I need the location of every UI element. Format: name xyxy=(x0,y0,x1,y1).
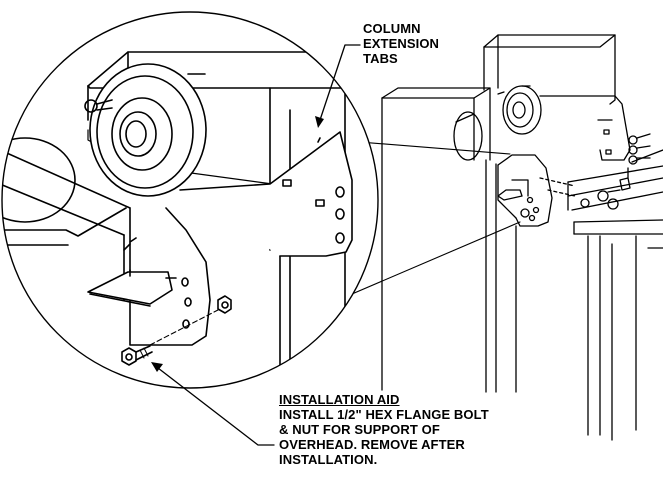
callout-line-3: OVERHEAD. REMOVE AFTER xyxy=(279,437,465,452)
overall-assembly xyxy=(381,34,663,441)
callout-heading: INSTALLATION AID xyxy=(279,392,400,407)
leader-column-tabs xyxy=(319,44,361,121)
callout-line-1: COLUMN xyxy=(363,21,421,36)
callout-line-2: & NUT FOR SUPPORT OF xyxy=(279,422,440,437)
callout-line-2: EXTENSION xyxy=(363,36,440,51)
arrowhead-column-tabs xyxy=(315,116,324,128)
callout-line-1: INSTALL 1/2" HEX FLANGE BOLT xyxy=(279,407,489,422)
callout-column-extension-tabs: COLUMN EXTENSION TABS xyxy=(363,21,439,66)
detail-magnifier xyxy=(1,11,379,389)
callout-leaders xyxy=(151,44,361,446)
callout-line-4: INSTALLATION. xyxy=(279,452,378,467)
leader-installation-aid xyxy=(157,367,275,446)
callout-installation-aid: INSTALLATION AID INSTALL 1/2" HEX FLANGE… xyxy=(279,392,489,467)
callout-line-3: TABS xyxy=(363,51,398,66)
arrowhead-installation-aid xyxy=(151,362,163,372)
